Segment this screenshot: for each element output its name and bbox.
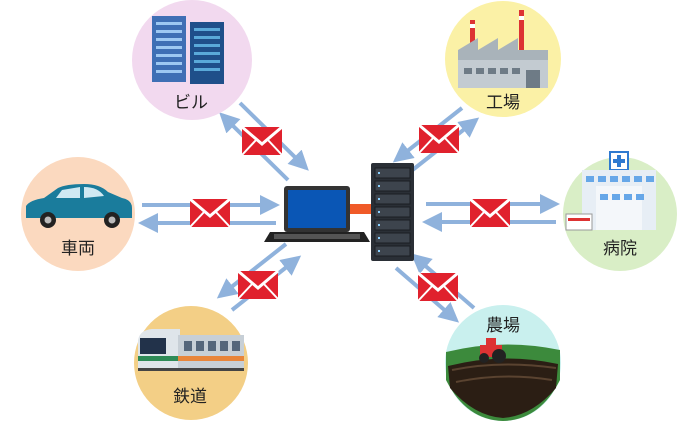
node-railway: 鉄道 [134, 306, 248, 420]
node-hospital: 病院 [563, 151, 677, 271]
envelope-icon [236, 269, 280, 301]
envelope-icon [416, 271, 460, 303]
node-farm: 農場 [445, 305, 561, 421]
envelope-icon [417, 123, 461, 155]
arrow-rail-down [216, 242, 288, 299]
node-car: 車両 [21, 157, 135, 271]
car-icon [26, 184, 132, 228]
hospital-label: 病院 [603, 239, 637, 259]
envelope-icon [240, 125, 284, 157]
envelope-icon [468, 197, 512, 229]
server-rack-icon [371, 163, 414, 261]
laptop-icon [264, 186, 370, 242]
node-building: ビル [132, 0, 252, 120]
envelope-icon [188, 197, 232, 229]
node-factory: 工場 [445, 1, 561, 117]
building-icon [152, 16, 224, 84]
tractor-icon [446, 338, 560, 421]
car-label: 車両 [61, 239, 95, 259]
factory-icon [458, 10, 548, 88]
hospital-icon [565, 151, 656, 231]
railway-label: 鉄道 [173, 387, 207, 407]
connector-cable [350, 204, 372, 214]
building-label: ビル [174, 93, 208, 113]
factory-label: 工場 [486, 93, 520, 113]
train-icon [138, 329, 244, 371]
farm-label: 農場 [486, 316, 520, 336]
